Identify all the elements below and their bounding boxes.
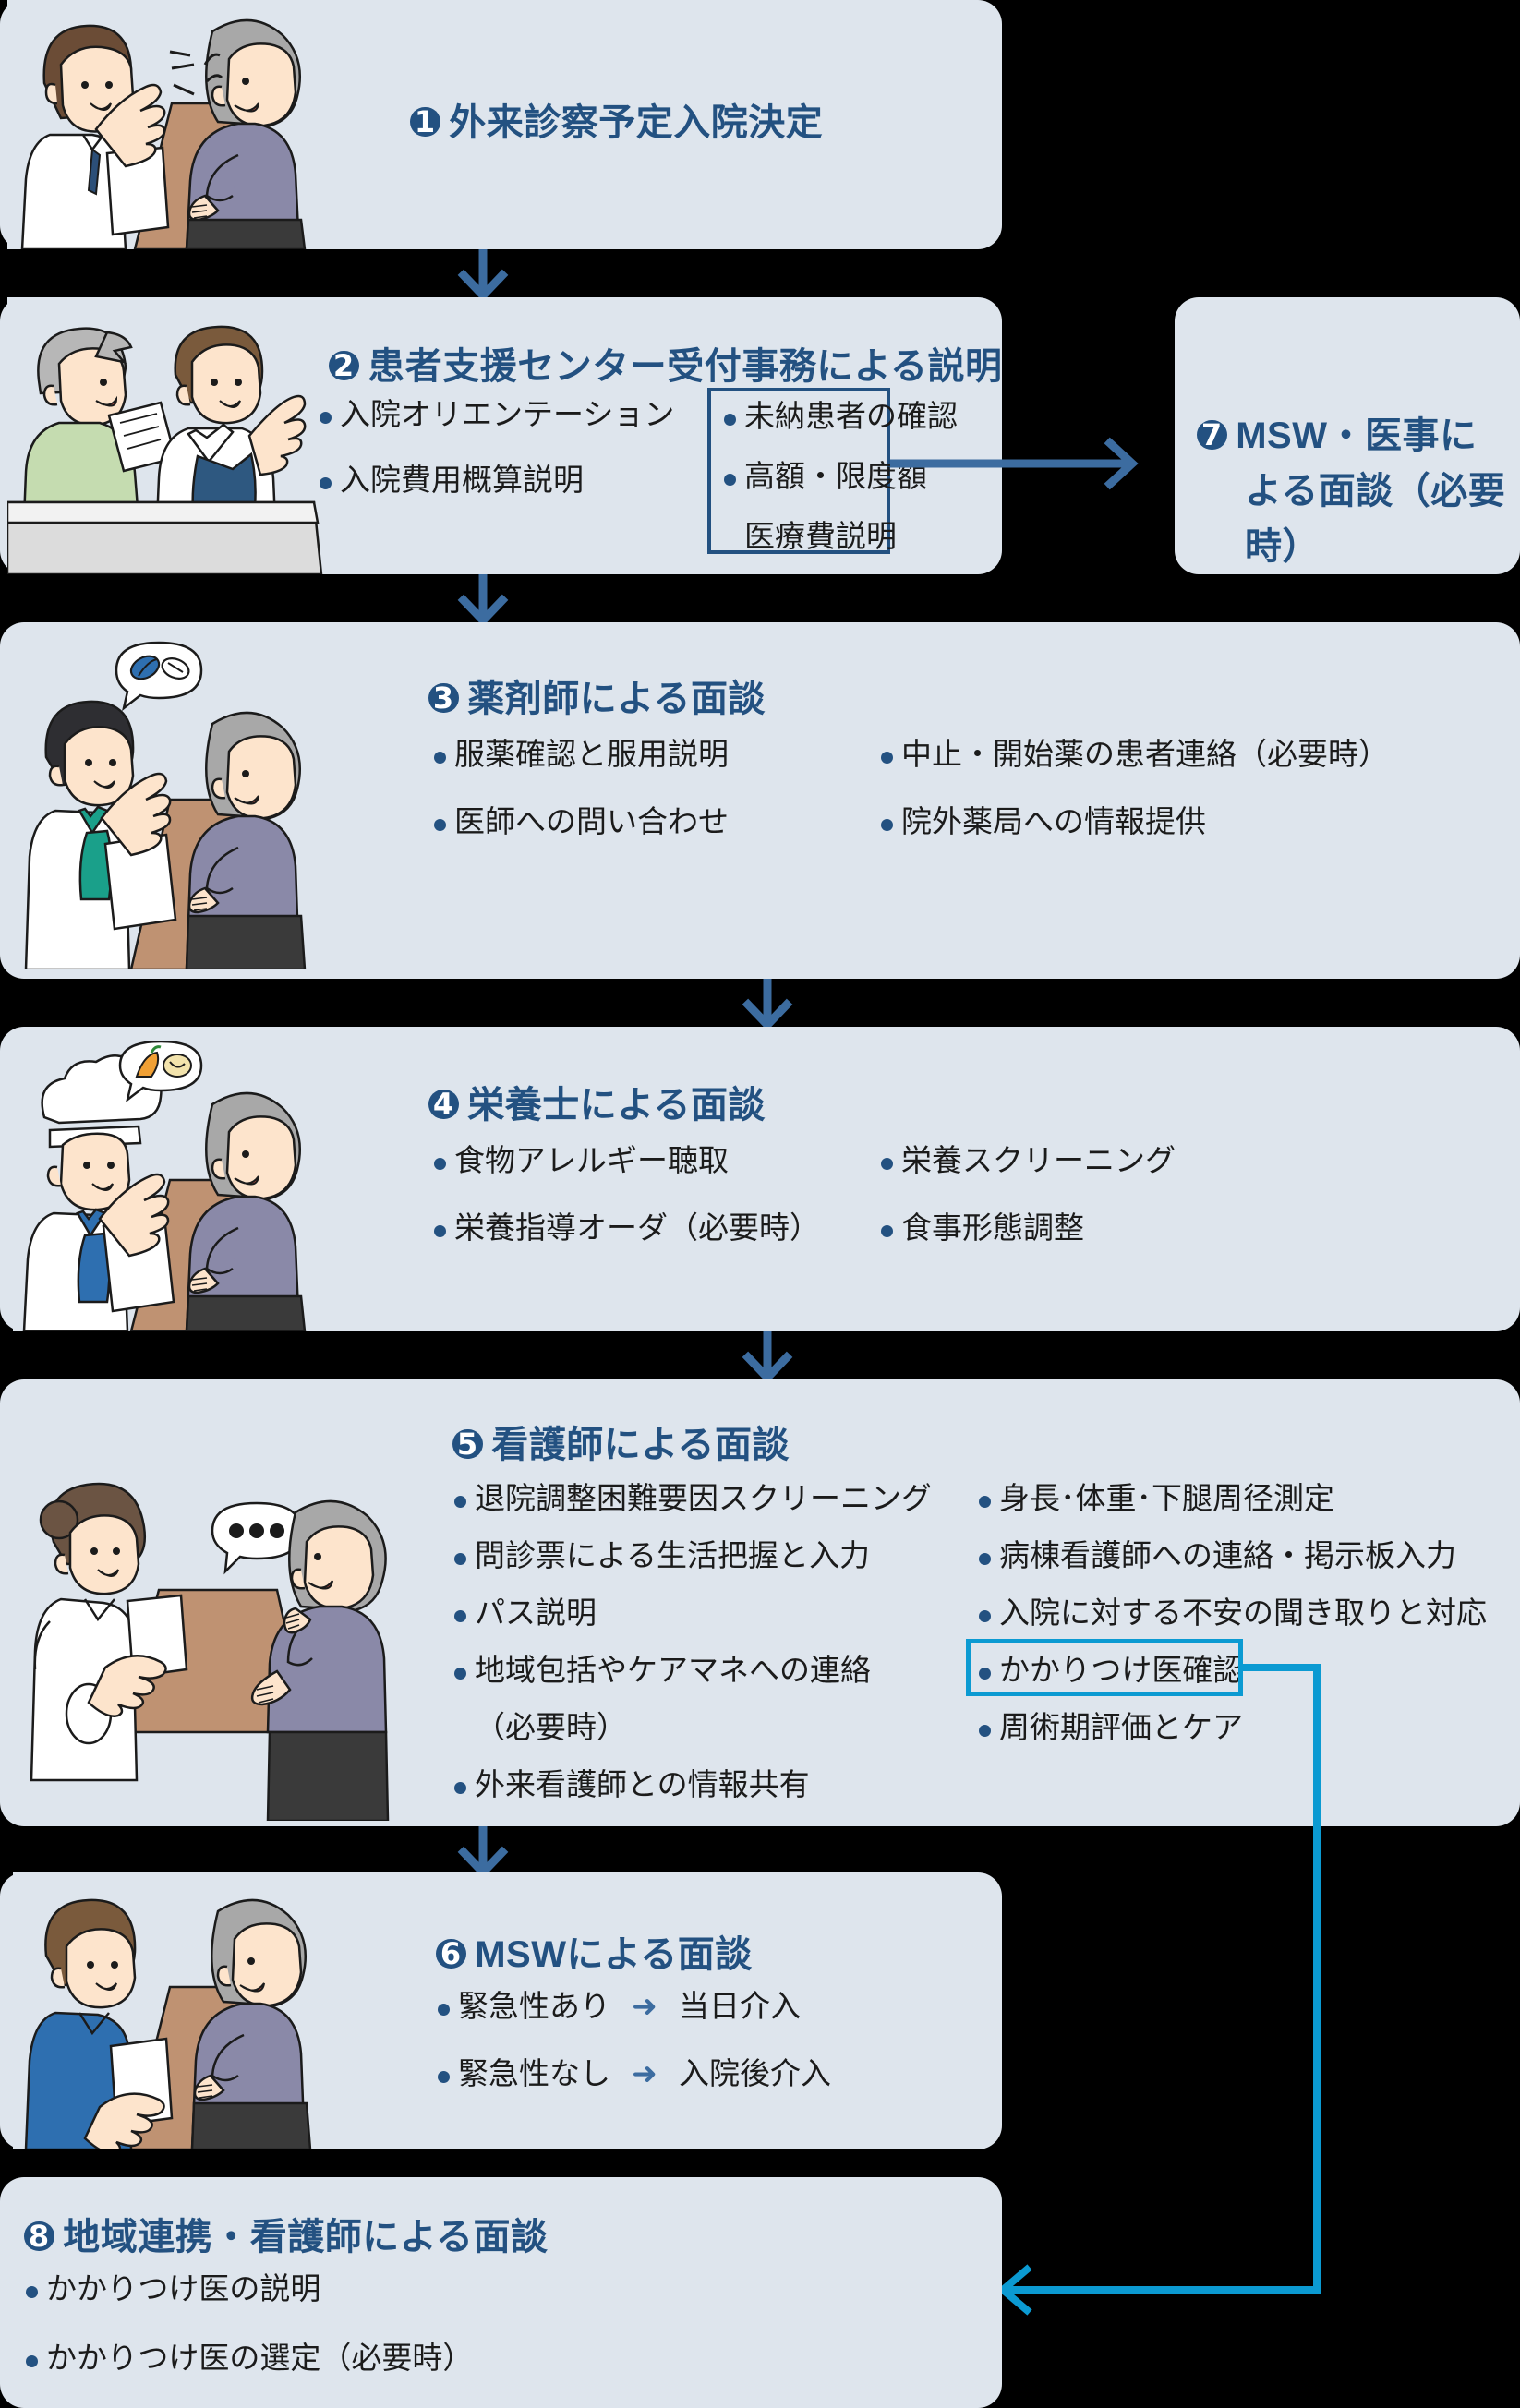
arrow-step2-to-step7 <box>890 437 1139 490</box>
bullet-item: 退院調整困難要因スクリーニング <box>452 1483 932 1513</box>
step-7-title-line1: MSW・医事に <box>1236 415 1478 456</box>
step-4-number: 4 <box>428 1090 459 1120</box>
bullet-item: 緊急性なし ➜ 入院後介入 <box>436 2058 831 2089</box>
bullet-item: 外来看護師との情報共有 <box>452 1769 932 1800</box>
step-7-card <box>1175 297 1520 574</box>
condition-label: 緊急性あり <box>458 1989 610 2023</box>
step-8-title-text: 地域連携・看護師による面談 <box>63 2217 549 2258</box>
step-2-number: 2 <box>329 351 359 381</box>
step-4-title-text: 栄養士による面談 <box>467 1085 766 1126</box>
step-1-illustration <box>7 0 386 249</box>
step-2-boxed-group <box>707 388 890 554</box>
result-label: 入院後介入 <box>679 2056 831 2090</box>
bullet-item: 栄養指導オーダ（必要時） <box>432 1212 820 1243</box>
step-5-number: 5 <box>452 1429 483 1460</box>
step-5-illustration <box>13 1385 412 1821</box>
arrow-kakaritsuke-to-step8 <box>996 1664 1321 2316</box>
bullet-item: 病棟看護師への連絡・掲示板入力 <box>977 1540 1487 1571</box>
bullet-item: パス説明 <box>452 1597 932 1628</box>
bullet-item: 緊急性あり ➜ 当日介入 <box>436 1991 831 2021</box>
arrow-step3-to-step4 <box>742 979 793 1031</box>
arrow-step1-to-step2 <box>457 249 509 302</box>
step-4-bullets-right: 栄養スクリーニング 食事形態調整 <box>879 1145 1176 1243</box>
step-8-bullets: かかりつけ医の説明 かかりつけ医の選定（必要時） <box>24 2273 473 2373</box>
result-label: 当日介入 <box>679 1989 801 2023</box>
step-8-number: 8 <box>24 2221 54 2252</box>
step-3-bullets-left: 服薬確認と服用説明 医師への問い合わせ <box>432 739 729 837</box>
step-3-number: 3 <box>428 683 459 714</box>
bullet-item: かかりつけ医の説明 <box>24 2273 473 2304</box>
bullet-item: 栄養スクリーニング <box>879 1145 1176 1175</box>
step-6-bullets: 緊急性あり ➜ 当日介入 緊急性なし ➜ 入院後介入 <box>436 1991 831 2089</box>
step-4-bullets-left: 食物アレルギー聴取 栄養指導オーダ（必要時） <box>432 1145 820 1243</box>
step-5-title: 5 看護師による面談 <box>452 1415 790 1468</box>
step-1-title-text: 外来診察予定入院決定 <box>449 102 824 143</box>
step-2-title-text: 患者支援センター受付事務による説明 <box>368 346 1003 387</box>
step-4-illustration <box>13 1041 382 1331</box>
step-3-illustration <box>13 637 382 969</box>
step-5-bullets-right: 身長･体重･下腿周径測定 病棟看護師への連絡・掲示板入力 入院に対する不安の聞き… <box>977 1483 1487 1742</box>
bullet-item-continuation: （必要時） <box>475 1710 627 1744</box>
right-arrow-icon: ➜ <box>632 1989 657 2023</box>
step-2-title: 2 患者支援センター受付事務による説明 <box>329 336 1003 390</box>
bullet-item-highlighted: かかりつけ医確認 <box>977 1655 1487 1685</box>
step-2-bullets: 入院オリエンテーション 入院費用概算説明 <box>318 399 674 495</box>
bullet-item: 医師への問い合わせ <box>432 806 729 837</box>
step-6-title-text: MSWによる面談 <box>475 1934 753 1975</box>
bullet-item: 食事形態調整 <box>879 1212 1176 1243</box>
step-3-bullets-right: 中止・開始薬の患者連絡（必要時） 院外薬局への情報提供 <box>879 739 1389 837</box>
step-6-title: 6 MSWによる面談 <box>436 1924 753 1978</box>
bullet-item: 入院に対する不安の聞き取りと対応 <box>977 1597 1487 1628</box>
bullet-item: 入院費用概算説明 <box>318 464 674 495</box>
bullet-item: 未納患者の確認 <box>722 401 958 431</box>
bullet-item: 院外薬局への情報提供 <box>879 806 1389 837</box>
bullet-item: 問診票による生活把握と入力 <box>452 1540 932 1571</box>
condition-label: 緊急性なし <box>458 2056 610 2090</box>
step-7-number: 7 <box>1197 420 1227 451</box>
step-5-bullets-left: 退院調整困難要因スクリーニング 問診票による生活把握と入力 パス説明 地域包括や… <box>452 1483 932 1800</box>
step-8-title: 8 地域連携・看護師による面談 <box>24 2207 549 2260</box>
step-7-title-line2: よる面談（必要時） <box>1245 471 1506 567</box>
right-arrow-icon: ➜ <box>632 2056 657 2090</box>
step-1-title: 1 外来診察予定入院決定 <box>410 92 823 146</box>
bullet-item: かかりつけ医の選定（必要時） <box>24 2342 473 2373</box>
step-3-title-text: 薬剤師による面談 <box>467 679 766 719</box>
bullet-item: 身長･体重･下腿周径測定 <box>977 1483 1487 1513</box>
arrow-step5-to-step6 <box>457 1826 509 1879</box>
step-5-title-text: 看護師による面談 <box>491 1425 790 1465</box>
step-1-number: 1 <box>410 107 440 138</box>
step-2-illustration <box>7 297 351 574</box>
bullet-item: 周術期評価とケア <box>977 1712 1487 1742</box>
bullet-item: 入院オリエンテーション <box>318 399 674 429</box>
bullet-item: 食物アレルギー聴取 <box>432 1145 820 1175</box>
arrow-step4-to-step5 <box>742 1331 793 1384</box>
bullet-item-continuation: 医療費説明 <box>744 519 897 553</box>
bullet-item: 中止・開始薬の患者連絡（必要時） <box>879 739 1389 769</box>
step-7-title: 7 MSW・医事に よる面談（必要時） <box>1197 408 1511 574</box>
step-4-title: 4 栄養士による面談 <box>428 1075 766 1128</box>
step-3-title: 3 薬剤師による面談 <box>428 668 766 722</box>
step-8-card <box>0 2177 1002 2408</box>
bullet-item: 服薬確認と服用説明 <box>432 739 729 769</box>
kakaritsuke-highlight-box <box>966 1639 1243 1696</box>
arrow-step2-to-step3 <box>457 574 509 627</box>
step-6-number: 6 <box>436 1939 466 1969</box>
bullet-item: 地域包括やケアマネへの連絡 <box>452 1655 932 1685</box>
step-6-illustration <box>13 1872 392 2149</box>
